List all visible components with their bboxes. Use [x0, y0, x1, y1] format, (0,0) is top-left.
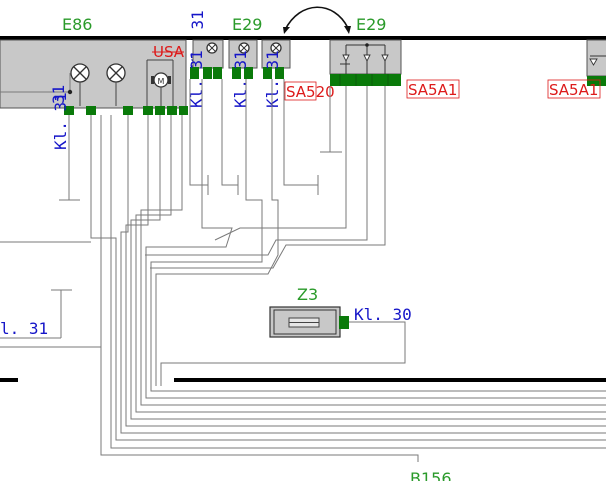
kl31-bottom-label: l. 31: [0, 319, 48, 338]
e86-lamp-2-icon: [106, 63, 126, 83]
sa520-box: [284, 81, 317, 101]
e29-pin: [263, 67, 272, 79]
edge-sa5a1-box: [547, 79, 601, 99]
e29-pin: [275, 67, 284, 79]
edge-sa5a1-mark: SA5A1: [549, 81, 598, 99]
e29-left-module: E29 Kl. 31 Kl. 31 Kl. 31 Kl. 31: [187, 10, 335, 108]
e29-pin: [190, 67, 199, 79]
edge-connector: [587, 76, 606, 86]
e86-pin: [143, 106, 153, 115]
e86-module: E86 USA M: [0, 15, 188, 115]
z3-inner: [273, 309, 337, 335]
edge-housing: [586, 39, 606, 77]
swap-arrowhead-right-icon: [344, 26, 351, 34]
e86-pin: [123, 106, 133, 115]
e29-right-module: E29 SA5A1: [329, 15, 460, 99]
e29-right-connector: [330, 74, 401, 86]
kl31-a-label: Kl. 31: [187, 50, 206, 108]
e86-housing: [0, 39, 187, 109]
switch-a-lamp-icon: [206, 42, 218, 54]
e29-pin: [213, 67, 222, 79]
e29-left-label: E29: [232, 15, 262, 34]
e29-pin: [244, 67, 253, 79]
e86-pin: [167, 106, 177, 115]
e86-pin-31-label: 31: [49, 85, 68, 104]
switch-c-lamp-icon: [270, 42, 282, 54]
kl30-label: Kl. 30: [354, 305, 412, 324]
e86-pin: [64, 106, 74, 115]
sa5a1-box: [406, 79, 460, 99]
switch-b-lamp-icon: [238, 42, 250, 54]
sa520-mark: SA520: [286, 83, 335, 101]
e86-label: E86: [62, 15, 92, 34]
e29-pin: [203, 67, 212, 79]
led-icons: [340, 43, 389, 74]
e86-pin: [155, 106, 165, 115]
kl31-b-label: Kl. 31: [231, 50, 250, 108]
e29-pin: [232, 67, 241, 79]
kl31-left-label: Kl. 31: [51, 92, 70, 150]
swap-arrowhead-left-icon: [283, 27, 290, 34]
z3-relay: Z3 Kl. 30: [269, 285, 412, 338]
svg-text:M: M: [158, 77, 165, 86]
sa5a1-mark: SA5A1: [408, 81, 457, 99]
e86-pin: [179, 106, 188, 115]
e86-lamp-1-icon: [70, 63, 90, 83]
z3-pin: [339, 316, 349, 329]
wire-harness: [0, 79, 606, 462]
z3-label: Z3: [297, 285, 318, 304]
right-edge-module: SA5A1: [547, 39, 606, 99]
e86-pin: [86, 106, 96, 115]
swap-arrow-icon: [284, 6, 349, 31]
b156-label: B156: [410, 469, 452, 481]
e29-right-label: E29: [356, 15, 386, 34]
